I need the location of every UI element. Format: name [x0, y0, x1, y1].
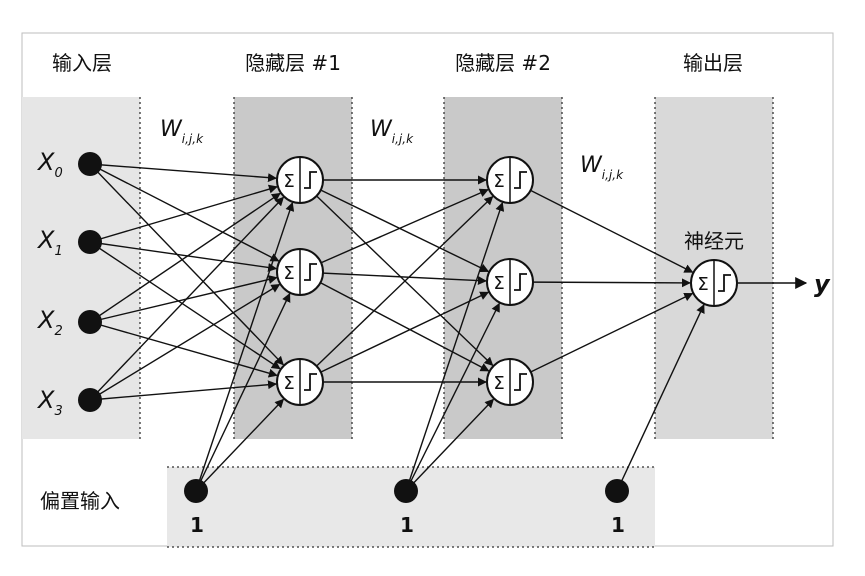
edge-bias3-out [616, 303, 705, 492]
edge-input-0-h1-0 [89, 163, 277, 183]
input-label-x2: X2 [36, 306, 63, 339]
connections [89, 163, 705, 492]
sigma-icon: Σ [283, 171, 294, 192]
hidden2-neuron-1: Σ [486, 156, 534, 204]
output-layer-title: 输出层 [683, 51, 743, 75]
hidden-layer-2-title: 隐藏层 #2 [455, 51, 551, 75]
step-function-icon [718, 274, 731, 292]
edge-h1-1-h2-1 [299, 271, 487, 286]
hidden-layer-1-title: 隐藏层 #1 [245, 51, 341, 75]
input-node-x3 [78, 388, 102, 412]
hidden2-neuron-2: Σ [486, 258, 534, 306]
bias-node-3 [605, 479, 629, 503]
edge-input-3-h1-0 [89, 196, 285, 401]
edge-bias1-h1-1 [195, 292, 291, 492]
edge-bias2-h2-0 [405, 201, 505, 492]
bias-value-3: 1 [611, 513, 625, 537]
bias-input-label: 偏置输入 [40, 489, 120, 513]
edge-input-0-h1-1 [89, 163, 280, 262]
edge-h1-0-h2-1 [299, 179, 490, 273]
sigma-icon: Σ [493, 171, 504, 192]
step-function-icon [304, 373, 317, 391]
hidden2-neuron-3: Σ [486, 358, 534, 406]
edge-input-1-h1-2 [89, 241, 281, 370]
weight-label-3: Wi,j,k [580, 153, 624, 182]
step-function-icon [304, 263, 317, 281]
edge-bias1-h1-2 [195, 398, 285, 492]
bias-node-1 [184, 479, 208, 503]
edge-input-3-h1-1 [89, 283, 281, 401]
output-neuron: Σ [690, 259, 738, 307]
input-label-x0: X0 [36, 148, 63, 181]
edge-h2-2-out [509, 292, 694, 383]
step-function-icon [514, 373, 527, 391]
sigma-icon: Σ [697, 274, 708, 295]
step-function-icon [514, 171, 527, 189]
edge-h1-1-h2-2 [299, 271, 490, 372]
bias-value-1: 1 [190, 513, 204, 537]
input-label-x3: X3 [36, 386, 63, 419]
edge-input-1-h1-1 [89, 241, 278, 272]
sigma-icon: Σ [283, 373, 294, 394]
edge-h1-0-h2-2 [299, 179, 494, 367]
bias-node-2 [394, 479, 418, 503]
edge-input-2-h1-2 [89, 321, 278, 378]
input-node-x0 [78, 152, 102, 176]
hidden1-neuron-1: Σ [276, 156, 324, 204]
neuron-label: 神经元 [684, 229, 744, 253]
edge-bias2-h2-1 [405, 302, 500, 492]
weight-label-1: Wi,j,k [160, 117, 204, 146]
bias-value-2: 1 [400, 513, 414, 537]
edge-input-2-h1-0 [89, 192, 281, 323]
hidden1-neuron-2: Σ [276, 248, 324, 296]
edge-input-2-h1-1 [89, 275, 278, 323]
neurons: Σ Σ Σ Σ Σ Σ Σ [276, 156, 738, 406]
output-label-y: y [814, 270, 831, 298]
edge-bias2-h2-2 [405, 398, 495, 492]
input-layer-title: 输入层 [52, 51, 112, 75]
input-label-x1: X1 [36, 226, 63, 259]
edge-h1-1-h2-0 [299, 188, 489, 273]
weight-label-2: Wi,j,k [370, 117, 414, 146]
edge-input-0-h1-2 [89, 163, 284, 366]
input-node-x2 [78, 310, 102, 334]
sigma-icon: Σ [493, 273, 504, 294]
step-function-icon [304, 171, 317, 189]
edge-h1-2-h2-1 [299, 291, 490, 383]
hidden1-neuron-3: Σ [276, 358, 324, 406]
step-function-icon [514, 273, 527, 291]
edge-input-1-h1-0 [89, 184, 278, 243]
edge-bias1-h1-0 [195, 201, 295, 492]
edge-h2-0-out [509, 179, 694, 273]
edge-h1-2-h2-0 [299, 195, 494, 383]
edge-h2-1-out [509, 278, 691, 288]
sigma-icon: Σ [493, 373, 504, 394]
sigma-icon: Σ [283, 263, 294, 284]
input-node-x1 [78, 230, 102, 254]
